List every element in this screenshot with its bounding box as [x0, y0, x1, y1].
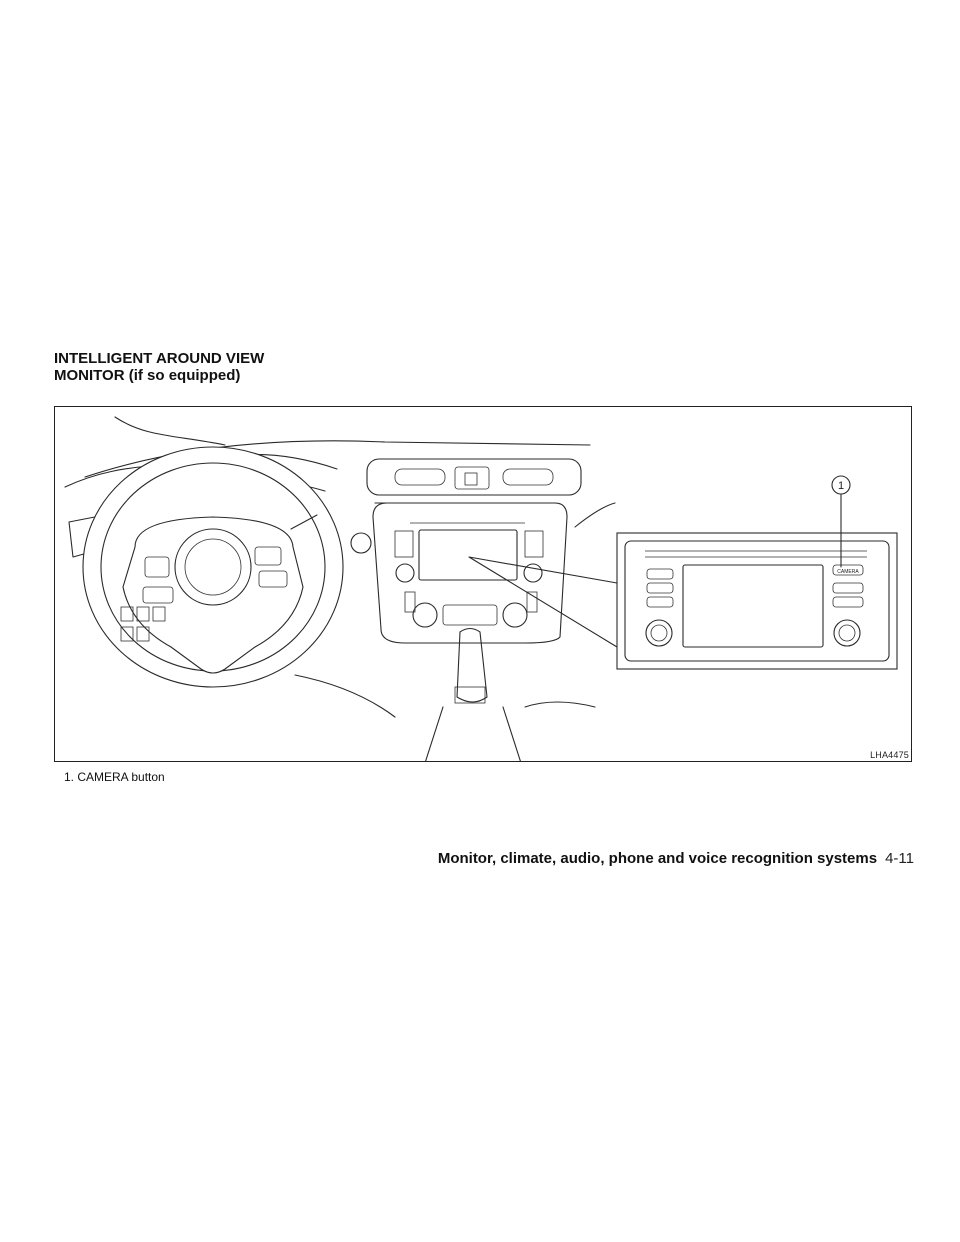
callout-circle — [831, 475, 851, 495]
section-title-line-2: MONITOR (if so equipped) — [54, 367, 241, 384]
section-title-line-1: INTELLIGENT AROUND VIEW — [54, 350, 265, 367]
left-knob — [395, 563, 415, 583]
magnified-screen — [682, 564, 824, 648]
camera-button-label: CAMERA — [837, 569, 859, 575]
camera-button[interactable] — [832, 564, 864, 576]
center-vent-housing — [366, 458, 582, 496]
center-screen — [418, 529, 518, 581]
climate-knob-left — [412, 602, 438, 628]
steering-center — [174, 528, 252, 606]
dash-upper-curve — [114, 416, 226, 446]
magnified-panel — [616, 532, 898, 670]
magnified-knob-left — [645, 619, 673, 647]
callout-wedge — [468, 556, 618, 648]
section-title: INTELLIGENT AROUND VIEW MONITOR (if so e… — [54, 350, 264, 384]
switch-panel — [120, 606, 134, 622]
page-number: 4-11 — [885, 850, 914, 867]
dashboard-drawing: CAMERA 1 — [64, 416, 898, 761]
right-knob — [523, 563, 543, 583]
page-footer: Monitor, climate, audio, phone and voice… — [438, 850, 914, 867]
magnified-knob-right — [833, 619, 861, 647]
footer-section-title: Monitor, climate, audio, phone and voice… — [437, 850, 878, 867]
climate-knob-right — [502, 602, 528, 628]
figure-code: LHA4475 — [870, 750, 909, 760]
steering-buttons-left — [144, 556, 170, 578]
figure-caption: 1. CAMERA button — [64, 770, 165, 784]
gear-shifter — [456, 627, 488, 703]
dashboard-illustration: CAMERA 1 LHA4475 — [54, 406, 912, 762]
callout-number: 1 — [838, 480, 844, 492]
center-console — [372, 502, 568, 644]
dash-top-line — [84, 440, 591, 478]
